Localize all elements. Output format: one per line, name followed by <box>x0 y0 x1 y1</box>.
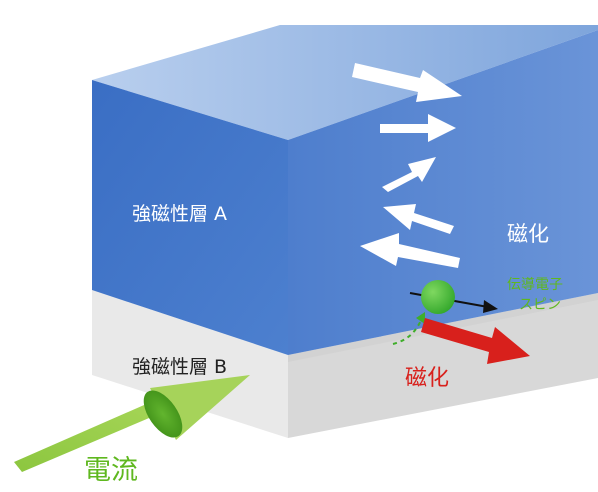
spin-label-line2: スピン <box>519 297 561 313</box>
layer-a-front <box>92 80 288 355</box>
current-arrow-shaft <box>14 398 168 472</box>
red-arrow-icon <box>421 318 530 364</box>
magnetization-arrows-a <box>352 63 462 268</box>
electron-icon <box>421 280 455 314</box>
magnetization-b-label: 磁化 <box>405 366 450 391</box>
white-arrow-icon <box>383 204 454 234</box>
white-arrow-icon <box>380 114 456 142</box>
white-arrow-icon <box>352 63 462 102</box>
layer-a-label: 強磁性層 A <box>132 203 228 225</box>
white-arrow-icon <box>360 233 460 268</box>
electron-path-head-icon <box>416 312 425 324</box>
layer-a-side <box>288 30 598 355</box>
layer-a-top <box>92 25 598 140</box>
layer-b-front <box>92 290 288 438</box>
white-arrow-icon <box>382 157 436 192</box>
current-label: 電流 <box>84 455 138 486</box>
layer-b-side <box>288 293 598 438</box>
layer-b-label: 強磁性層 B <box>132 356 228 378</box>
current-arrow-cone-base <box>143 390 183 438</box>
spin-label-line1: 伝導電子 <box>507 277 563 293</box>
magnetization-a-label: 磁化 <box>507 222 549 246</box>
electron-path-icon <box>392 317 423 345</box>
